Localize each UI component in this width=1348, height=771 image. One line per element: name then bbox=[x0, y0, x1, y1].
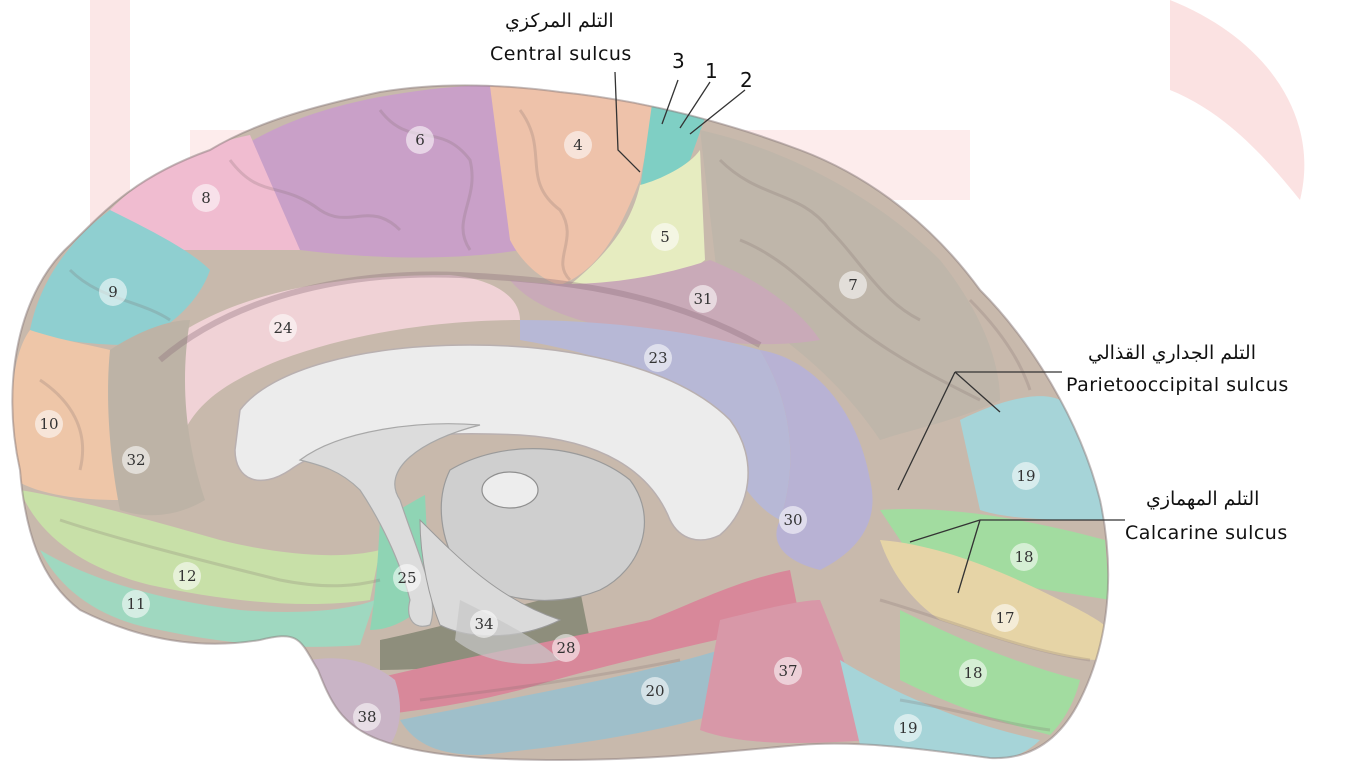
area-number-18: 18 bbox=[1014, 548, 1033, 566]
area-number-6: 6 bbox=[415, 131, 425, 149]
calcarine-sulcus-label-ar: التلم المهمازي bbox=[1146, 488, 1259, 510]
area-number-10: 10 bbox=[39, 415, 58, 433]
area-number-17: 17 bbox=[995, 609, 1014, 627]
calcarine-sulcus-label-en: Calcarine sulcus bbox=[1125, 522, 1288, 544]
area-number-19: 19 bbox=[898, 719, 917, 737]
region-10 bbox=[10, 330, 120, 500]
area-number-31: 31 bbox=[693, 290, 712, 308]
area-number-34: 34 bbox=[474, 615, 493, 633]
marker-2: 2 bbox=[740, 68, 753, 92]
area-number-37: 37 bbox=[778, 662, 797, 680]
area-number-23: 23 bbox=[648, 349, 667, 367]
parietooccipital-sulcus-label-en: Parietooccipital sulcus bbox=[1066, 374, 1289, 396]
central-sulcus-label-en: Central sulcus bbox=[490, 43, 632, 65]
area-number-8: 8 bbox=[201, 189, 211, 207]
area-number-30: 30 bbox=[783, 511, 802, 529]
area-number-12: 12 bbox=[177, 567, 196, 585]
area-number-25: 25 bbox=[397, 569, 416, 587]
interthalamic-adhesion bbox=[482, 472, 538, 508]
region-19-upper bbox=[960, 396, 1105, 520]
marker-3: 3 bbox=[672, 49, 685, 73]
area-number-5: 5 bbox=[660, 228, 670, 246]
marker-1: 1 bbox=[705, 59, 718, 83]
area-number-4: 4 bbox=[573, 136, 583, 154]
area-number-32: 32 bbox=[126, 451, 145, 469]
area-number-28: 28 bbox=[556, 639, 575, 657]
parietooccipital-sulcus-label-ar: التلم الجداري القذالي bbox=[1088, 342, 1256, 364]
area-number-18: 18 bbox=[963, 664, 982, 682]
area-number-11: 11 bbox=[126, 595, 145, 613]
area-number-24: 24 bbox=[273, 319, 292, 337]
central-sulcus-label-ar: التلم المركزي bbox=[505, 10, 614, 32]
area-number-19: 19 bbox=[1016, 467, 1035, 485]
area-number-9: 9 bbox=[108, 283, 118, 301]
area-number-38: 38 bbox=[357, 708, 376, 726]
area-number-20: 20 bbox=[645, 682, 664, 700]
area-number-7: 7 bbox=[848, 276, 858, 294]
